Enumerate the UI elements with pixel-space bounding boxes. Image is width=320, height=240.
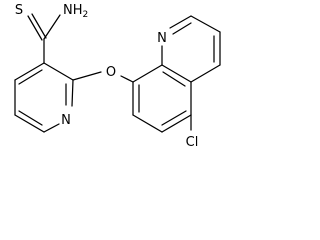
pyridine-bond-n-c2	[71, 79, 74, 107]
structure-svg: S NH2 N O	[14, 3, 221, 150]
pyridine-bond-c5-c6-inner	[18, 110, 43, 126]
quin-bond-c2-c3	[190, 15, 221, 33]
thioamide-group: S NH2	[15, 3, 88, 64]
quin-bond-n-c2	[169, 15, 192, 29]
benzo-bond-c8a-c8	[132, 64, 163, 83]
pyridine-ring: N	[14, 62, 74, 133]
quin-bond-n-c2-inner	[172, 22, 192, 35]
atom-sulfur-label: S	[15, 3, 23, 18]
pyridine-bond-c5-c6	[14, 114, 45, 133]
quinoline-nitrogen-label: N	[157, 31, 167, 46]
quinoline-benzo-ring	[132, 64, 192, 133]
bond-c-n-amide	[43, 14, 61, 40]
benzo-bond-c7-c6	[132, 114, 163, 133]
pyridine-nitrogen-label: N	[61, 113, 71, 128]
pyridine-bond-c3-c4	[14, 62, 45, 81]
benzo-bond-c4a-c8a	[161, 64, 192, 83]
atom-amine-label: NH2	[63, 3, 88, 20]
chlorine-label: Cl	[186, 135, 199, 150]
bond-c-s-double-a	[27, 15, 43, 41]
bond-o-c8	[120, 75, 134, 83]
bond-c2-o	[72, 71, 102, 81]
chloro-substituent: Cl	[186, 114, 199, 150]
pyridine-bond-c3-c4-inner	[18, 69, 43, 85]
ether-linkage: O	[72, 65, 134, 83]
benzo-bond-c4a-c8a-inner	[162, 71, 186, 87]
benzo-bond-c6-c5	[161, 114, 192, 133]
quinoline-pyridine-ring: N	[157, 15, 221, 83]
molecule-diagram: S NH2 N O	[14, 3, 221, 150]
quin-bond-c4-c4a	[190, 64, 221, 83]
pyridine-bond-c2-c3	[43, 62, 74, 81]
pyridine-bond-c6-n	[43, 123, 60, 133]
benzo-bond-c6-c5-inner	[161, 110, 187, 126]
ether-oxygen-label: O	[106, 65, 116, 80]
bond-c-s-double-b	[31, 13, 47, 39]
